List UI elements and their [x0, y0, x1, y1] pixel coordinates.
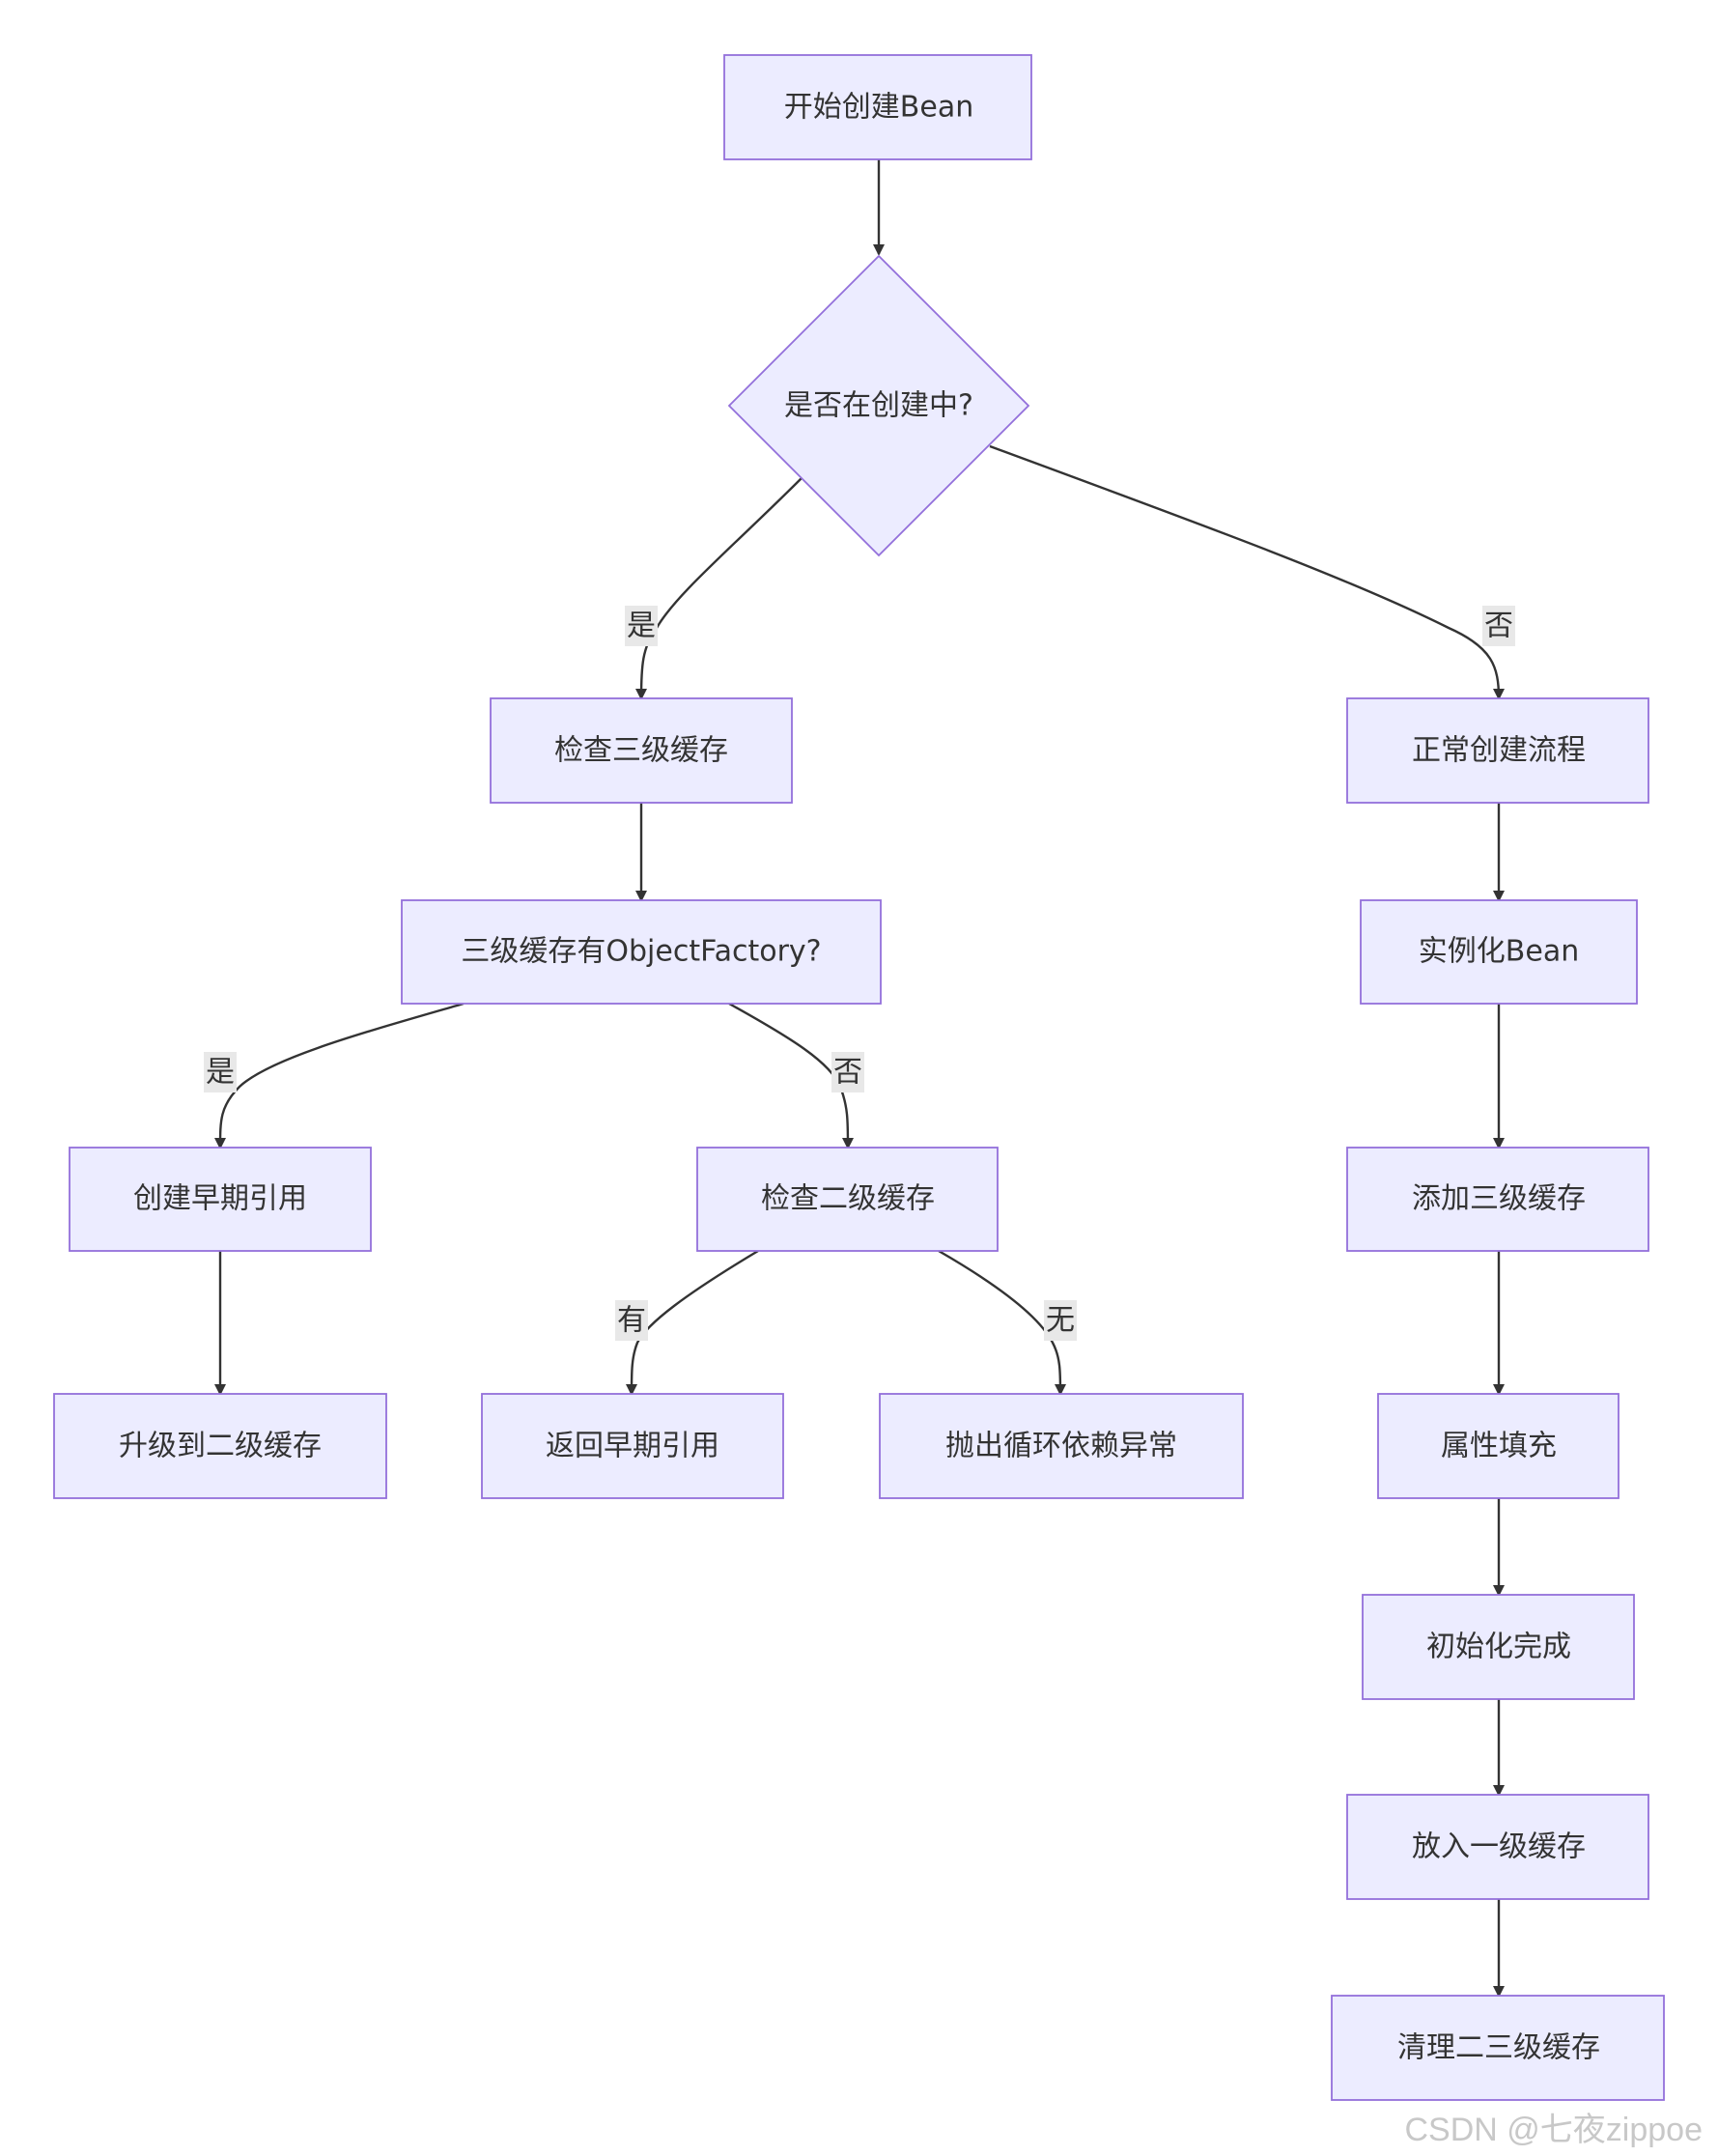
- svg-text:属性填充: 属性填充: [1441, 1430, 1557, 1463]
- svg-text:开始创建Bean: 开始创建Bean: [784, 91, 973, 125]
- svg-text:否: 否: [1484, 610, 1513, 643]
- node-init-done: 初始化完成: [1362, 1594, 1635, 1700]
- node-populate: 属性填充: [1377, 1393, 1619, 1499]
- edge-decision-no: [989, 444, 1505, 700]
- svg-text:无: 无: [1046, 1304, 1075, 1338]
- node-decision-in-creation: 是否在创建中?: [727, 254, 1030, 557]
- svg-text:有: 有: [617, 1304, 646, 1338]
- svg-text:清理二三级缓存: 清理二三级缓存: [1397, 2031, 1600, 2065]
- svg-text:是: 是: [627, 610, 656, 643]
- svg-text:是否在创建中?: 是否在创建中?: [784, 389, 973, 423]
- node-clean-l2-l3: 清理二三级缓存: [1331, 1995, 1665, 2101]
- node-normal-flow: 正常创建流程: [1346, 697, 1649, 804]
- svg-text:三级缓存有ObjectFactory?: 三级缓存有ObjectFactory?: [461, 935, 821, 969]
- svg-text:升级到二级缓存: 升级到二级缓存: [119, 1430, 322, 1463]
- node-throw-circular: 抛出循环依赖异常: [879, 1393, 1244, 1499]
- svg-text:添加三级缓存: 添加三级缓存: [1412, 1182, 1586, 1216]
- edge-l2-none: [938, 1249, 1066, 1396]
- node-instantiate: 实例化Bean: [1360, 899, 1638, 1005]
- edge-decision-yes: [635, 477, 803, 700]
- svg-text:检查三级缓存: 检查三级缓存: [554, 734, 728, 768]
- svg-text:返回早期引用: 返回早期引用: [546, 1430, 719, 1463]
- svg-text:放入一级缓存: 放入一级缓存: [1412, 1830, 1586, 1864]
- svg-text:否: 否: [833, 1056, 862, 1090]
- node-start: 开始创建Bean: [723, 54, 1032, 160]
- node-create-early-ref: 创建早期引用: [69, 1147, 372, 1252]
- svg-text:正常创建流程: 正常创建流程: [1412, 734, 1586, 768]
- edge-label-factory-yes: 是: [204, 1052, 237, 1092]
- edge-label-l2-none: 无: [1044, 1300, 1077, 1341]
- edge-l2-has: [626, 1249, 759, 1396]
- node-return-early-ref: 返回早期引用: [481, 1393, 784, 1499]
- svg-text:实例化Bean: 实例化Bean: [1419, 935, 1579, 969]
- node-l3-has-factory: 三级缓存有ObjectFactory?: [401, 899, 882, 1005]
- edge-label-in-creation-yes: 是: [625, 606, 658, 646]
- node-check-l2: 检查二级缓存: [696, 1147, 999, 1252]
- node-upgrade-l2: 升级到二级缓存: [53, 1393, 387, 1499]
- svg-text:是: 是: [206, 1056, 235, 1090]
- node-add-l3: 添加三级缓存: [1346, 1147, 1649, 1252]
- edge-factory-yes: [214, 1002, 465, 1149]
- svg-text:检查二级缓存: 检查二级缓存: [761, 1182, 935, 1216]
- node-check-l3: 检查三级缓存: [490, 697, 793, 804]
- edge-label-in-creation-no: 否: [1482, 606, 1515, 646]
- svg-text:抛出循环依赖异常: 抛出循环依赖异常: [945, 1430, 1177, 1463]
- watermark: CSDN @七夜zippoe: [1404, 2112, 1704, 2148]
- edge-label-factory-no: 否: [831, 1052, 864, 1092]
- svg-text:创建早期引用: 创建早期引用: [133, 1182, 307, 1216]
- edge-label-l2-has: 有: [615, 1300, 648, 1341]
- node-put-l1: 放入一级缓存: [1346, 1794, 1649, 1900]
- svg-text:初始化完成: 初始化完成: [1426, 1631, 1571, 1664]
- edge-factory-no: [728, 1002, 854, 1149]
